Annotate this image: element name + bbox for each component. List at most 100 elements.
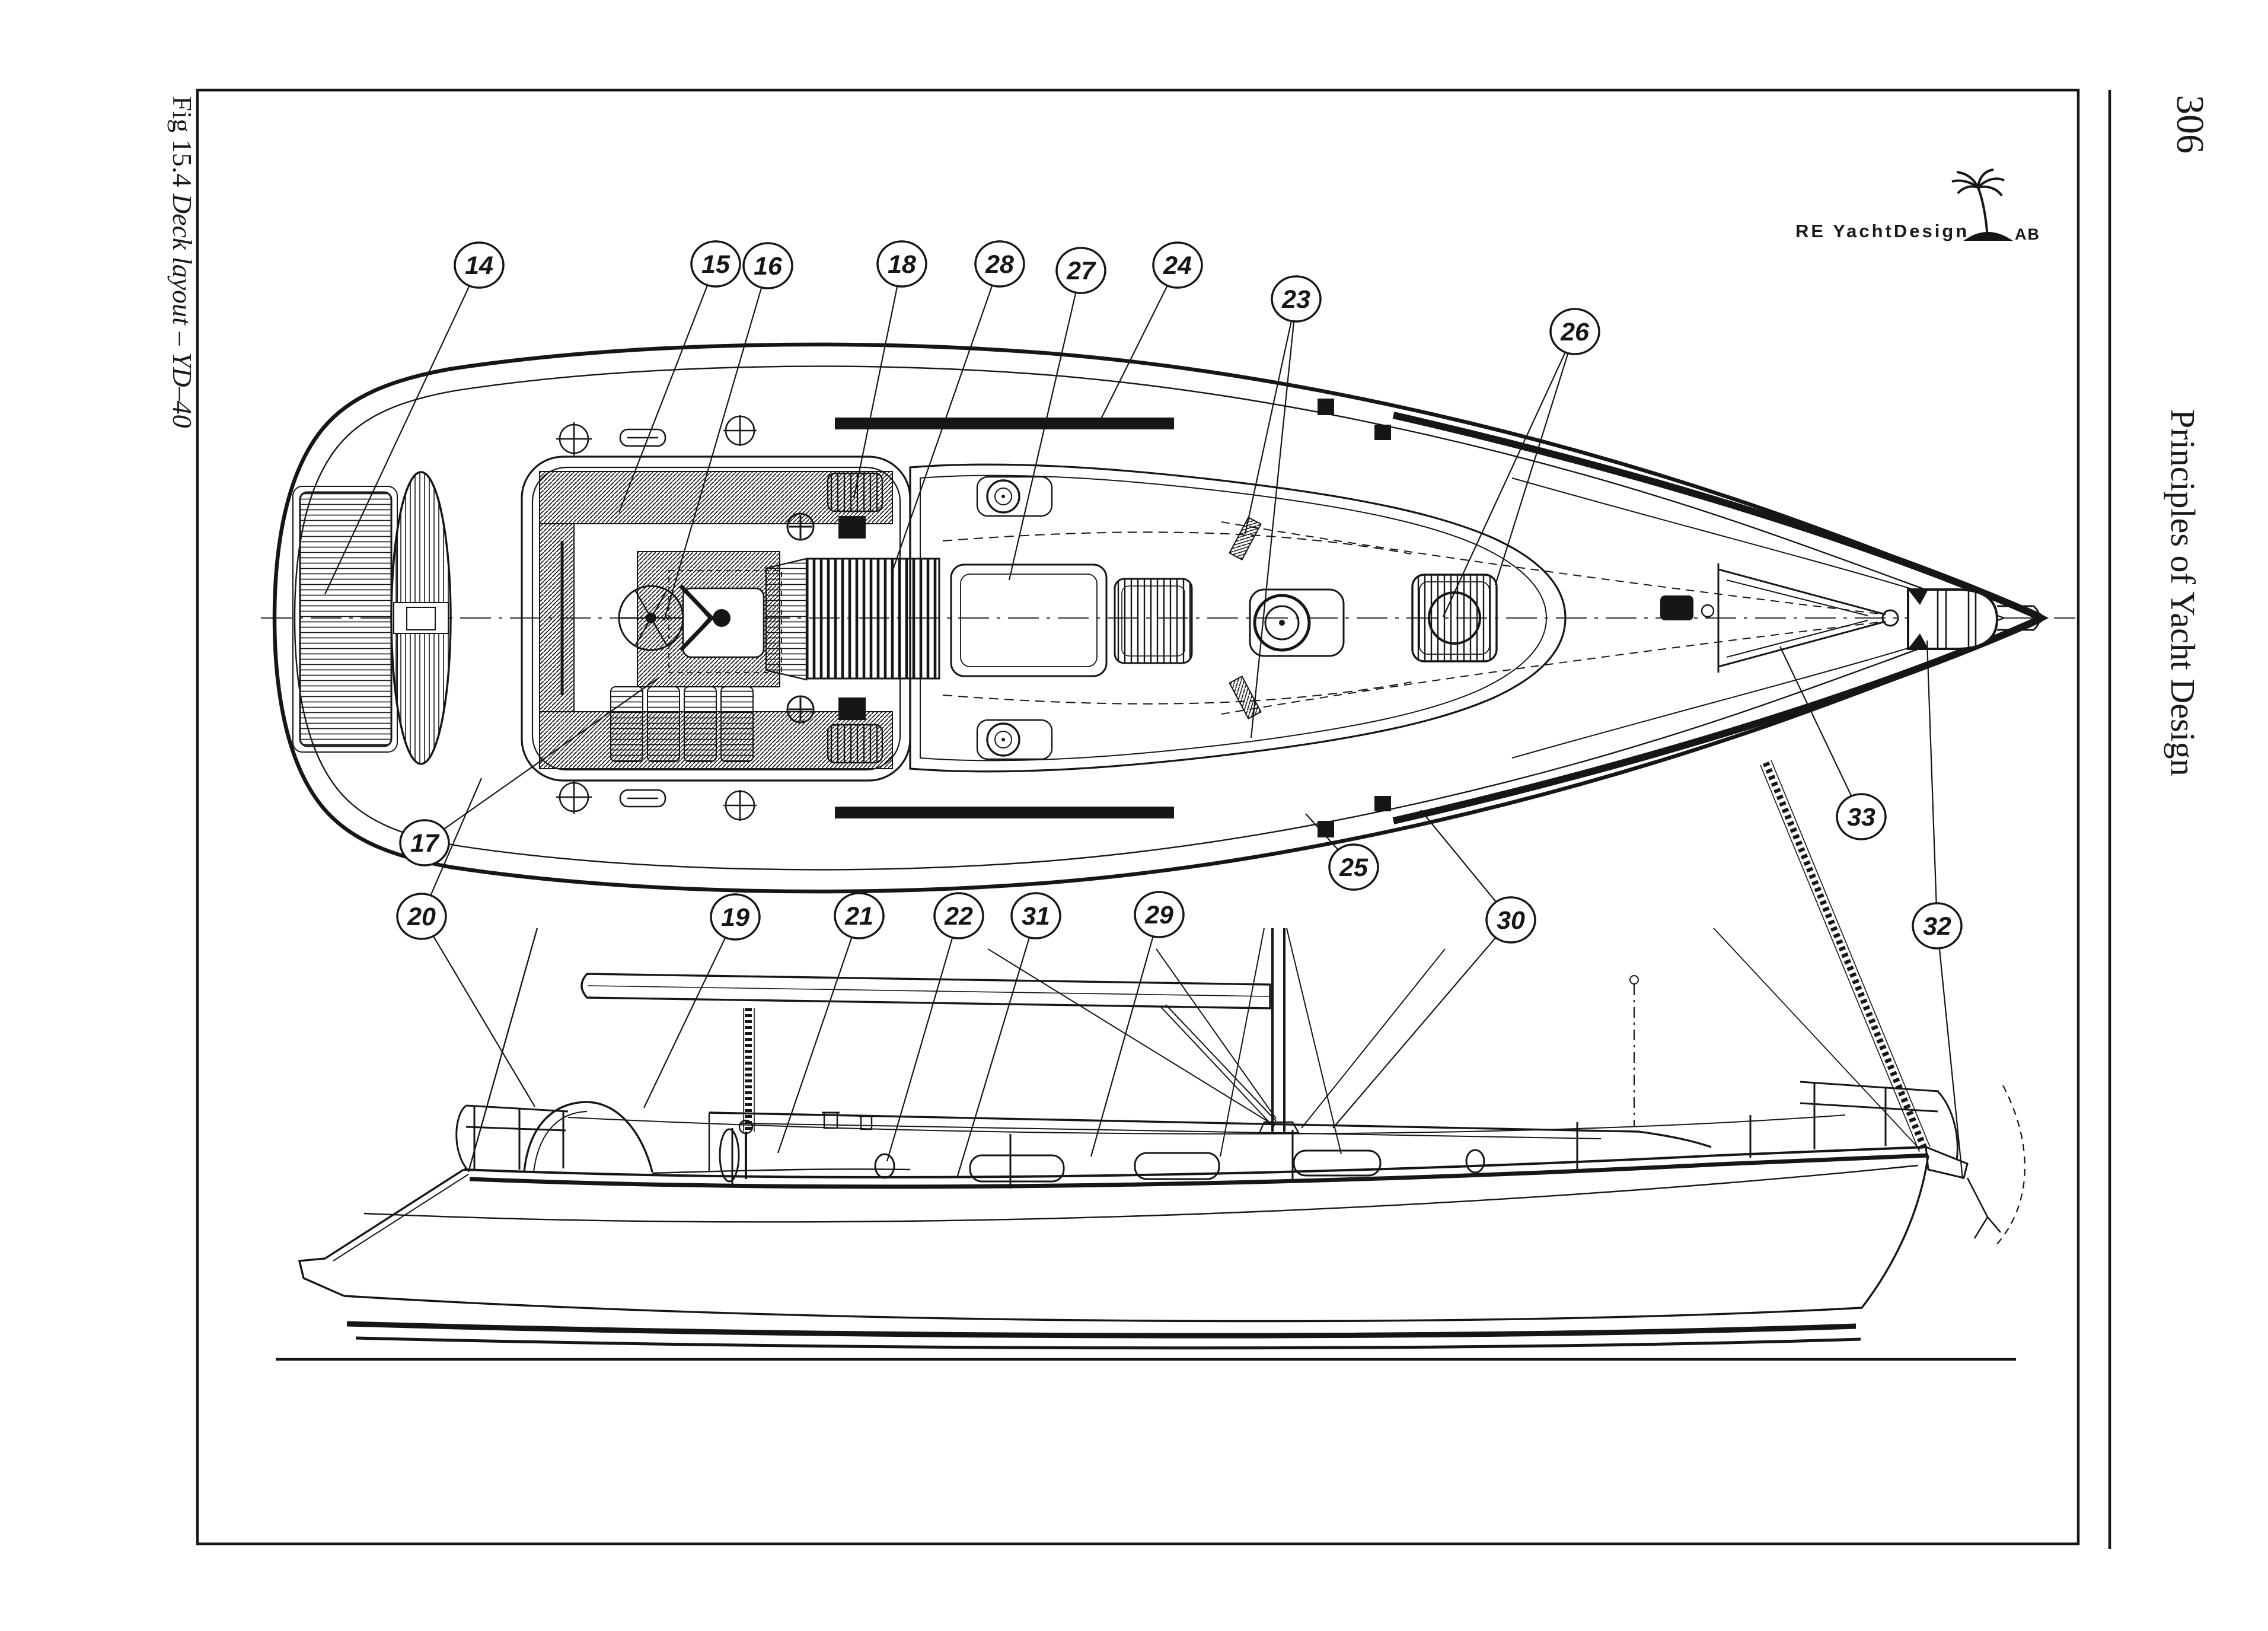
callout-number: 27 <box>1066 257 1096 285</box>
callout-25: 25 <box>1305 813 1379 891</box>
callout-17: 17 <box>399 677 660 867</box>
callout-circle <box>1055 247 1106 294</box>
logo-name: RE YachtDesign <box>1795 221 1969 241</box>
callout-24: 24 <box>1098 241 1203 425</box>
hull-windows <box>874 1149 1485 1183</box>
callout-leader-line <box>1098 265 1178 425</box>
mast-step <box>1249 588 1345 657</box>
deck-plan-view <box>261 342 2075 894</box>
coachroof <box>765 463 1567 773</box>
callout-16: 16 <box>663 242 793 621</box>
callout-number: 33 <box>1847 803 1875 832</box>
callout-leader-line <box>643 916 736 1108</box>
cove-line <box>363 1164 1919 1223</box>
callout-leader-line <box>424 677 660 843</box>
cleat-port <box>838 697 866 720</box>
helm-seat <box>390 471 452 765</box>
callout-number: 17 <box>410 829 440 858</box>
companionway-slide-rails <box>765 558 808 681</box>
callout-number: 14 <box>465 251 493 280</box>
callout-leader-line <box>777 915 860 1154</box>
callout-32: 32 <box>1912 640 1964 1180</box>
margin-book-title: Principles of Yacht Design <box>2164 409 2202 776</box>
callout-number: 29 <box>1144 901 1173 929</box>
callout-circle <box>1152 241 1203 289</box>
callout-number: 30 <box>1497 906 1525 935</box>
pedestal-guard-inner <box>684 590 710 646</box>
mast-boot <box>1258 1121 1300 1134</box>
callout-leader-line <box>1494 331 1576 585</box>
callout-26: 26 <box>1443 308 1600 617</box>
callout-number: 31 <box>1022 902 1050 931</box>
sprayhood <box>523 1101 653 1173</box>
primary-winch-port <box>976 719 1053 760</box>
boot-top-lower <box>355 1336 1861 1350</box>
callout-leader-line <box>1443 331 1575 617</box>
callout-number: 16 <box>754 252 783 281</box>
callout-leader-line <box>1936 925 1964 1180</box>
mid-deck-hatch <box>1114 578 1193 664</box>
callout-number: 24 <box>1163 251 1192 280</box>
callout-circle <box>710 893 761 941</box>
callout-leader-line <box>421 916 535 1107</box>
binnacle <box>713 609 731 627</box>
callout-leader-line <box>1332 919 1511 1129</box>
callout-circle <box>690 240 741 288</box>
callout-leader-line <box>853 263 903 499</box>
anchor-roller-plan <box>1997 605 2041 631</box>
figure-caption: Fig 15.4 Deck layout – YD–40 <box>167 96 197 428</box>
figure-caption-title: Deck layout – YD–40 <box>167 193 197 428</box>
callout-leader-line <box>663 265 769 621</box>
bow-pulpit-plan <box>1717 563 1886 673</box>
callout-29: 29 <box>1090 891 1185 1157</box>
primary-winch-starboard <box>976 476 1053 517</box>
callout-circle <box>742 242 793 289</box>
halyards-shrouds <box>987 928 1921 1157</box>
callout-circle <box>1549 308 1600 355</box>
logo-suffix: AB <box>2015 225 2040 243</box>
mid-deck-hatch-inner <box>1121 585 1185 657</box>
callout-number: 25 <box>1339 853 1369 882</box>
wheel-pedestal-profile <box>719 1119 754 1183</box>
stemhead-fitting-plan <box>1907 588 2041 650</box>
callout-circle <box>399 819 450 867</box>
callout-leader-line <box>1779 646 1862 817</box>
inner-forestay <box>1629 975 1639 1126</box>
callout-22: 22 <box>886 892 984 1162</box>
callout-circle <box>396 893 447 940</box>
figure-caption-number: Fig 15.4 <box>167 96 197 194</box>
callout-20: 20 <box>396 778 535 1107</box>
forestay-edge-1 <box>1760 764 1920 1152</box>
callout-circle <box>974 240 1025 288</box>
callout-leader-line <box>324 265 480 595</box>
callout-number: 18 <box>888 250 916 279</box>
callout-23: 23 <box>1244 275 1322 738</box>
anchor-glyph <box>1966 1177 2001 1239</box>
anchor-roller-profile <box>1925 1145 1969 1179</box>
callout-number: 20 <box>407 903 436 931</box>
cabin-handrail <box>741 1123 1602 1139</box>
palm-tree-icon <box>1951 168 2014 241</box>
callout-leader-line <box>1090 914 1160 1157</box>
hull-bottom-stem <box>343 1155 1929 1323</box>
forestay-edge-2 <box>1771 760 1931 1148</box>
callout-19: 19 <box>643 893 761 1108</box>
fore-hatch <box>1411 574 1498 662</box>
callout-circle <box>1485 896 1536 944</box>
pole-chock-starboard <box>1229 516 1262 561</box>
callout-circle <box>1010 892 1061 939</box>
callout-leader-line <box>1250 298 1297 738</box>
callout-27: 27 <box>1008 247 1106 581</box>
callout-leader-line <box>891 263 1001 574</box>
sheer-line <box>463 1146 1926 1178</box>
callout-leader-line <box>1926 640 1938 926</box>
steering-wheel <box>618 585 684 651</box>
page-number: 306 <box>2168 95 2212 154</box>
callout-14: 14 <box>324 241 505 595</box>
saloon-skylight-inner <box>960 574 1098 667</box>
transom-profile <box>298 1168 464 1297</box>
callout-leader-line <box>1008 270 1082 581</box>
callout-circle <box>454 241 505 289</box>
callout-circle <box>1134 891 1185 938</box>
